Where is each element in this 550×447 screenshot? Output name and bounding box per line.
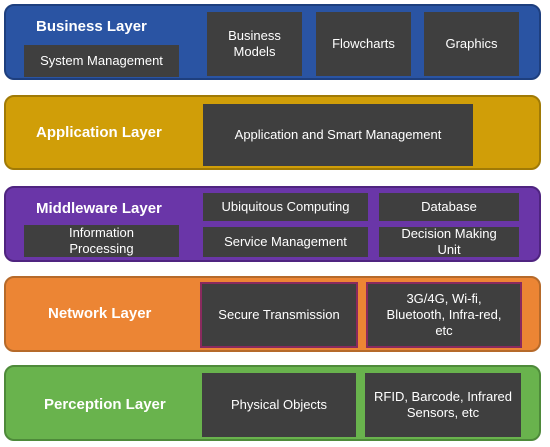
graphics-box: Graphics bbox=[424, 12, 519, 76]
information-processing-box: Information Processing bbox=[24, 225, 179, 257]
service-management-box: Service Management bbox=[203, 227, 368, 257]
perception-layer: Perception Layer Physical Objects RFID, … bbox=[4, 365, 541, 441]
ubiquitous-computing-box: Ubiquitous Computing bbox=[203, 193, 368, 221]
middleware-layer: Middleware Layer Information Processing … bbox=[4, 186, 541, 262]
business-layer: Business Layer System Management Busines… bbox=[4, 4, 541, 80]
database-box: Database bbox=[379, 193, 519, 221]
secure-transmission-box: Secure Transmission bbox=[200, 282, 358, 348]
application-layer: Application Layer Application and Smart … bbox=[4, 95, 541, 170]
business-models-box: Business Models bbox=[207, 12, 302, 76]
rfid-sensors-box: RFID, Barcode, Infrared Sensors, etc bbox=[365, 373, 521, 437]
business-layer-title: Business Layer bbox=[36, 18, 147, 35]
application-layer-title: Application Layer bbox=[36, 124, 162, 141]
network-layer-title: Network Layer bbox=[48, 305, 152, 322]
middleware-layer-title: Middleware Layer bbox=[36, 200, 162, 217]
physical-objects-box: Physical Objects bbox=[202, 373, 356, 437]
decision-making-unit-box: Decision Making Unit bbox=[379, 226, 519, 257]
perception-layer-title: Perception Layer bbox=[44, 396, 166, 413]
network-layer: Network Layer Secure Transmission 3G/4G,… bbox=[4, 276, 541, 352]
flowcharts-box: Flowcharts bbox=[316, 12, 411, 76]
system-management-box: System Management bbox=[24, 45, 179, 77]
application-smart-management-box: Application and Smart Management bbox=[203, 104, 473, 166]
wireless-technologies-box: 3G/4G, Wi-fi, Bluetooth, Infra-red, etc bbox=[366, 282, 522, 348]
